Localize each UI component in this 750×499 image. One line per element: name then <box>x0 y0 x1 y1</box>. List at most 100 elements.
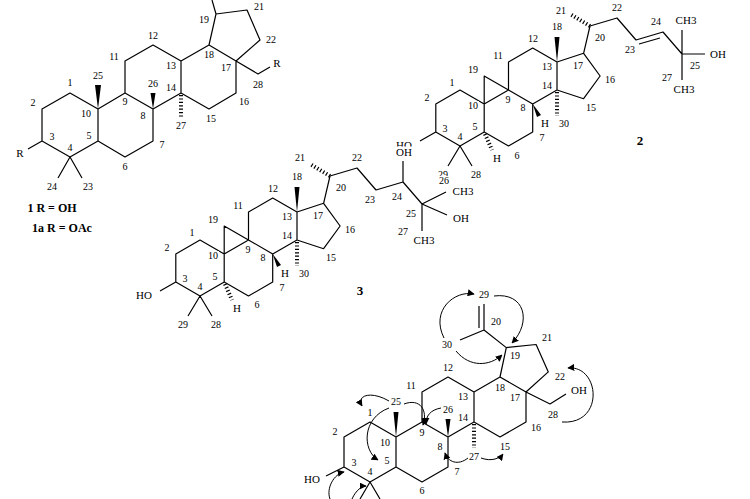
atom-label: H <box>540 118 550 129</box>
atom-number: 11 <box>108 52 120 62</box>
atom-label: CH3 <box>675 15 698 26</box>
hashed-bond <box>179 95 183 117</box>
atom-number: 28 <box>210 320 222 330</box>
atom-number: 11 <box>405 381 417 391</box>
compound-caption: 1a R = OAc <box>31 222 93 234</box>
atom-number: 2 <box>332 427 339 437</box>
atom-number: 6 <box>122 162 129 172</box>
atom-number: 23 <box>624 45 636 55</box>
atom-number: 18 <box>291 172 303 182</box>
atom-label: CH3 <box>413 235 436 246</box>
wedge-bond <box>533 104 541 117</box>
atom-number: 2 <box>164 243 171 253</box>
atom-number: 4 <box>457 132 464 142</box>
wedge-bond <box>394 412 399 437</box>
atom-number: 26 <box>438 176 450 186</box>
atom-number: 14 <box>457 413 469 423</box>
atom-number: 13 <box>457 392 469 402</box>
atom-number: 12 <box>527 34 539 44</box>
atom-number: 14 <box>541 81 553 91</box>
atom-number: 25 <box>390 397 402 407</box>
bond-skeleton <box>326 304 566 499</box>
bond-skeleton <box>28 0 270 178</box>
atom-number: 18 <box>203 50 215 60</box>
atom-number: 4 <box>367 467 374 477</box>
atom-number: 18 <box>551 22 563 32</box>
atom-number: 22 <box>351 153 363 163</box>
atom-number: 7 <box>159 140 166 150</box>
wedge-bond <box>446 419 451 437</box>
atom-number: 1 <box>367 408 374 418</box>
atom-number: 15 <box>499 442 511 452</box>
atom-number: 19 <box>509 351 521 361</box>
hmbc-arrow <box>445 453 468 462</box>
atom-number: 7 <box>279 283 286 293</box>
atom-number: 29 <box>478 290 490 300</box>
atom-number: 5 <box>212 272 219 282</box>
atom-number: 22 <box>265 35 277 45</box>
bond-skeleton <box>420 18 705 166</box>
atom-number: 10 <box>379 438 391 448</box>
atom-number: 15 <box>205 114 217 124</box>
atom-number: 28 <box>470 170 482 180</box>
atom-number: 16 <box>604 75 616 85</box>
atom-number: 28 <box>547 410 559 420</box>
atom-number: 17 <box>509 393 521 403</box>
atom-number: 10 <box>467 101 479 111</box>
atom-number: 5 <box>472 122 479 132</box>
atom-number: 17 <box>220 63 232 73</box>
wedge-bond <box>295 187 300 212</box>
hmbc-arrow <box>329 472 344 499</box>
atom-label: H <box>492 153 502 164</box>
atom-number: 21 <box>294 153 306 163</box>
atom-number: 26 <box>442 405 454 415</box>
atom-number: 5 <box>86 131 93 141</box>
atom-number: 9 <box>505 95 512 105</box>
atom-number: 19 <box>207 215 219 225</box>
atom-number: 23 <box>364 195 376 205</box>
atom-label: R <box>15 148 24 159</box>
atom-number: 29 <box>177 320 189 330</box>
compound-caption: 1 R = OH <box>26 202 77 214</box>
atom-number: 12 <box>267 184 279 194</box>
atom-number: 9 <box>419 428 426 438</box>
atom-number: 11 <box>232 201 244 211</box>
atom-number: 30 <box>558 119 570 129</box>
atom-number: 3 <box>182 274 189 284</box>
atom-number: 16 <box>238 97 250 107</box>
hmbc-arrow <box>456 351 502 364</box>
atom-number: 10 <box>207 251 219 261</box>
hmbc-arrow <box>426 408 441 424</box>
atom-number: 26 <box>147 79 159 89</box>
atom-number: 1 <box>67 78 74 88</box>
atom-label: OH <box>395 147 413 158</box>
atom-number: 14 <box>165 83 177 93</box>
atom-number: 6 <box>254 300 261 310</box>
atom-number: 8 <box>140 111 147 121</box>
atom-number: 7 <box>539 133 546 143</box>
atom-number: 9 <box>245 245 252 255</box>
atom-number: 3 <box>351 458 358 468</box>
hmbc-arrow <box>361 395 389 406</box>
atom-number: 1 <box>449 78 456 88</box>
atom-number: 8 <box>520 103 527 113</box>
atom-number: 8 <box>260 253 267 263</box>
atom-number: 20 <box>594 33 606 43</box>
atom-number: 2 <box>30 98 37 108</box>
atom-label: HO <box>303 474 321 485</box>
atom-label: R <box>272 58 281 69</box>
hmbc-arrow <box>481 454 503 460</box>
atom-label: OH <box>709 49 727 60</box>
atom-number: 14 <box>281 231 293 241</box>
atom-number: 25 <box>405 209 417 219</box>
hmbc-arrows <box>329 293 593 499</box>
atom-number: 16 <box>530 423 542 433</box>
bond-skeleton <box>160 161 447 316</box>
atom-number: 22 <box>611 3 623 13</box>
atom-number: 25 <box>689 61 701 71</box>
atom-number: 18 <box>494 383 506 393</box>
atom-label: HO <box>135 290 153 301</box>
atom-number: 21 <box>253 2 265 12</box>
